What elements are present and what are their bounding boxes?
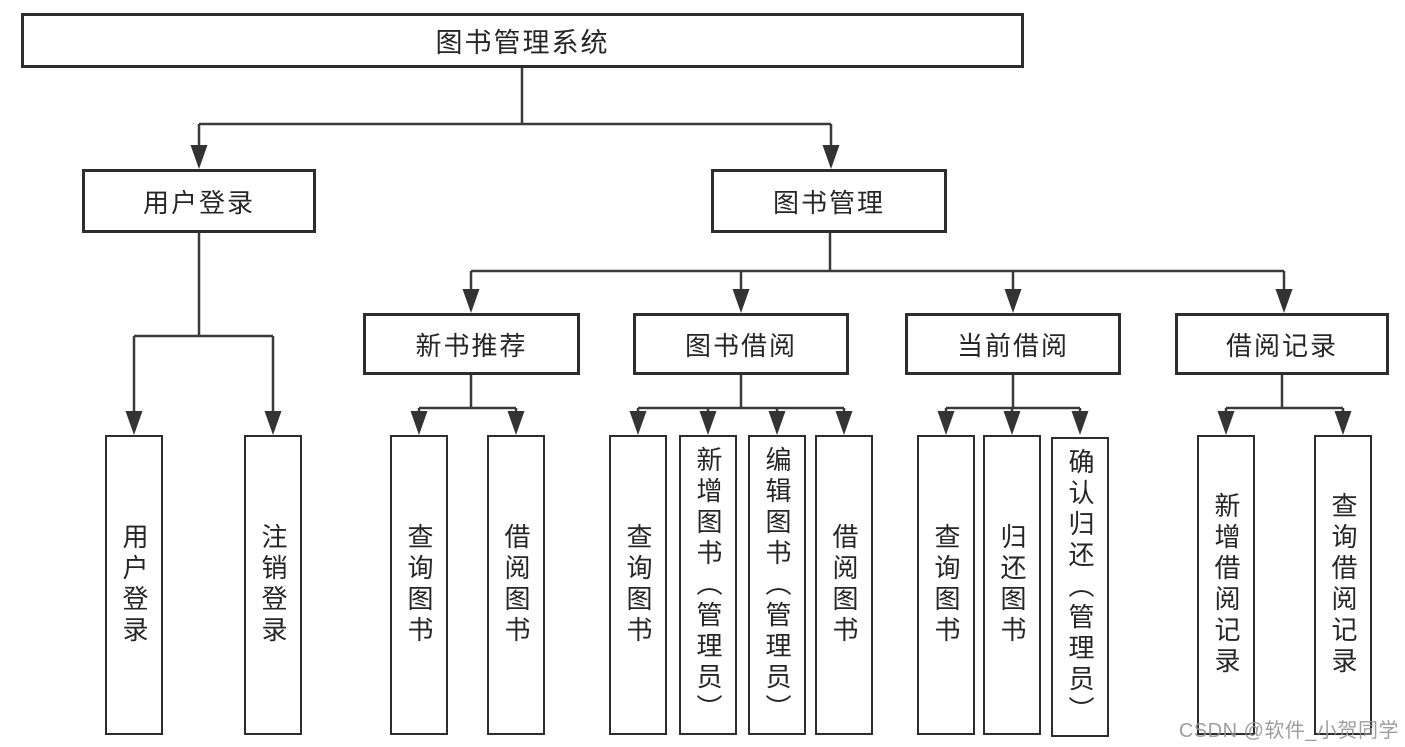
node-leaf-edit-book-admin: 编辑图书（管理员） [748, 435, 806, 735]
node-leaf-add-book-admin-label: 新增图书（管理员） [693, 445, 723, 725]
node-borrow-records-label: 借阅记录 [1225, 330, 1338, 361]
node-new-book-recommend-label: 新书推荐 [415, 330, 528, 361]
node-leaf-confirm-return-admin-label: 确认归还（管理员） [1065, 447, 1095, 727]
node-book-management-branch: 图书管理 [711, 169, 947, 233]
node-leaf-query-books-borrow: 查询图书 [609, 435, 667, 735]
node-leaf-logout-label: 注销登录 [258, 523, 288, 647]
node-leaf-return-book: 归还图书 [983, 435, 1041, 735]
node-leaf-query-borrow-record: 查询借阅记录 [1314, 435, 1372, 735]
node-leaf-borrow-books-recommend-label: 借阅图书 [501, 523, 531, 647]
node-leaf-add-borrow-record: 新增借阅记录 [1197, 435, 1255, 735]
node-user-login-branch-label: 用户登录 [142, 187, 255, 218]
node-book-borrow: 图书借阅 [633, 313, 849, 375]
node-leaf-user-login-label: 用户登录 [119, 523, 149, 647]
node-leaf-add-book-admin: 新增图书（管理员） [679, 435, 737, 735]
node-leaf-return-book-label: 归还图书 [997, 523, 1027, 647]
node-leaf-query-borrow-record-label: 查询借阅记录 [1328, 492, 1358, 678]
node-leaf-logout: 注销登录 [244, 435, 302, 735]
node-leaf-borrow-books: 借阅图书 [815, 435, 873, 735]
watermark: CSDN @软件_小贺同学 [1178, 720, 1399, 742]
node-leaf-add-borrow-record-label: 新增借阅记录 [1211, 492, 1241, 678]
node-leaf-confirm-return-admin: 确认归还（管理员） [1051, 437, 1109, 737]
node-borrow-records: 借阅记录 [1175, 313, 1389, 375]
node-current-borrow-label: 当前借阅 [956, 330, 1069, 361]
node-leaf-borrow-books-recommend: 借阅图书 [487, 435, 545, 735]
node-leaf-user-login: 用户登录 [105, 435, 163, 735]
node-leaf-edit-book-admin-label: 编辑图书（管理员） [762, 445, 792, 725]
node-user-login-branch: 用户登录 [82, 169, 316, 233]
node-leaf-query-books-borrow-label: 查询图书 [623, 523, 653, 647]
node-current-borrow: 当前借阅 [905, 313, 1121, 375]
node-leaf-query-books-current-label: 查询图书 [931, 523, 961, 647]
node-leaf-query-books-current: 查询图书 [917, 435, 975, 735]
node-leaf-query-books-recommend-label: 查询图书 [404, 523, 434, 647]
node-book-management-branch-label: 图书管理 [772, 187, 885, 218]
node-new-book-recommend: 新书推荐 [363, 313, 580, 375]
node-book-borrow-label: 图书借阅 [684, 330, 797, 361]
node-root: 图书管理系统 [21, 13, 1024, 68]
node-root-label: 图书管理系统 [435, 28, 610, 58]
node-leaf-query-books-recommend: 查询图书 [390, 435, 448, 735]
node-leaf-borrow-books-label: 借阅图书 [829, 523, 859, 647]
